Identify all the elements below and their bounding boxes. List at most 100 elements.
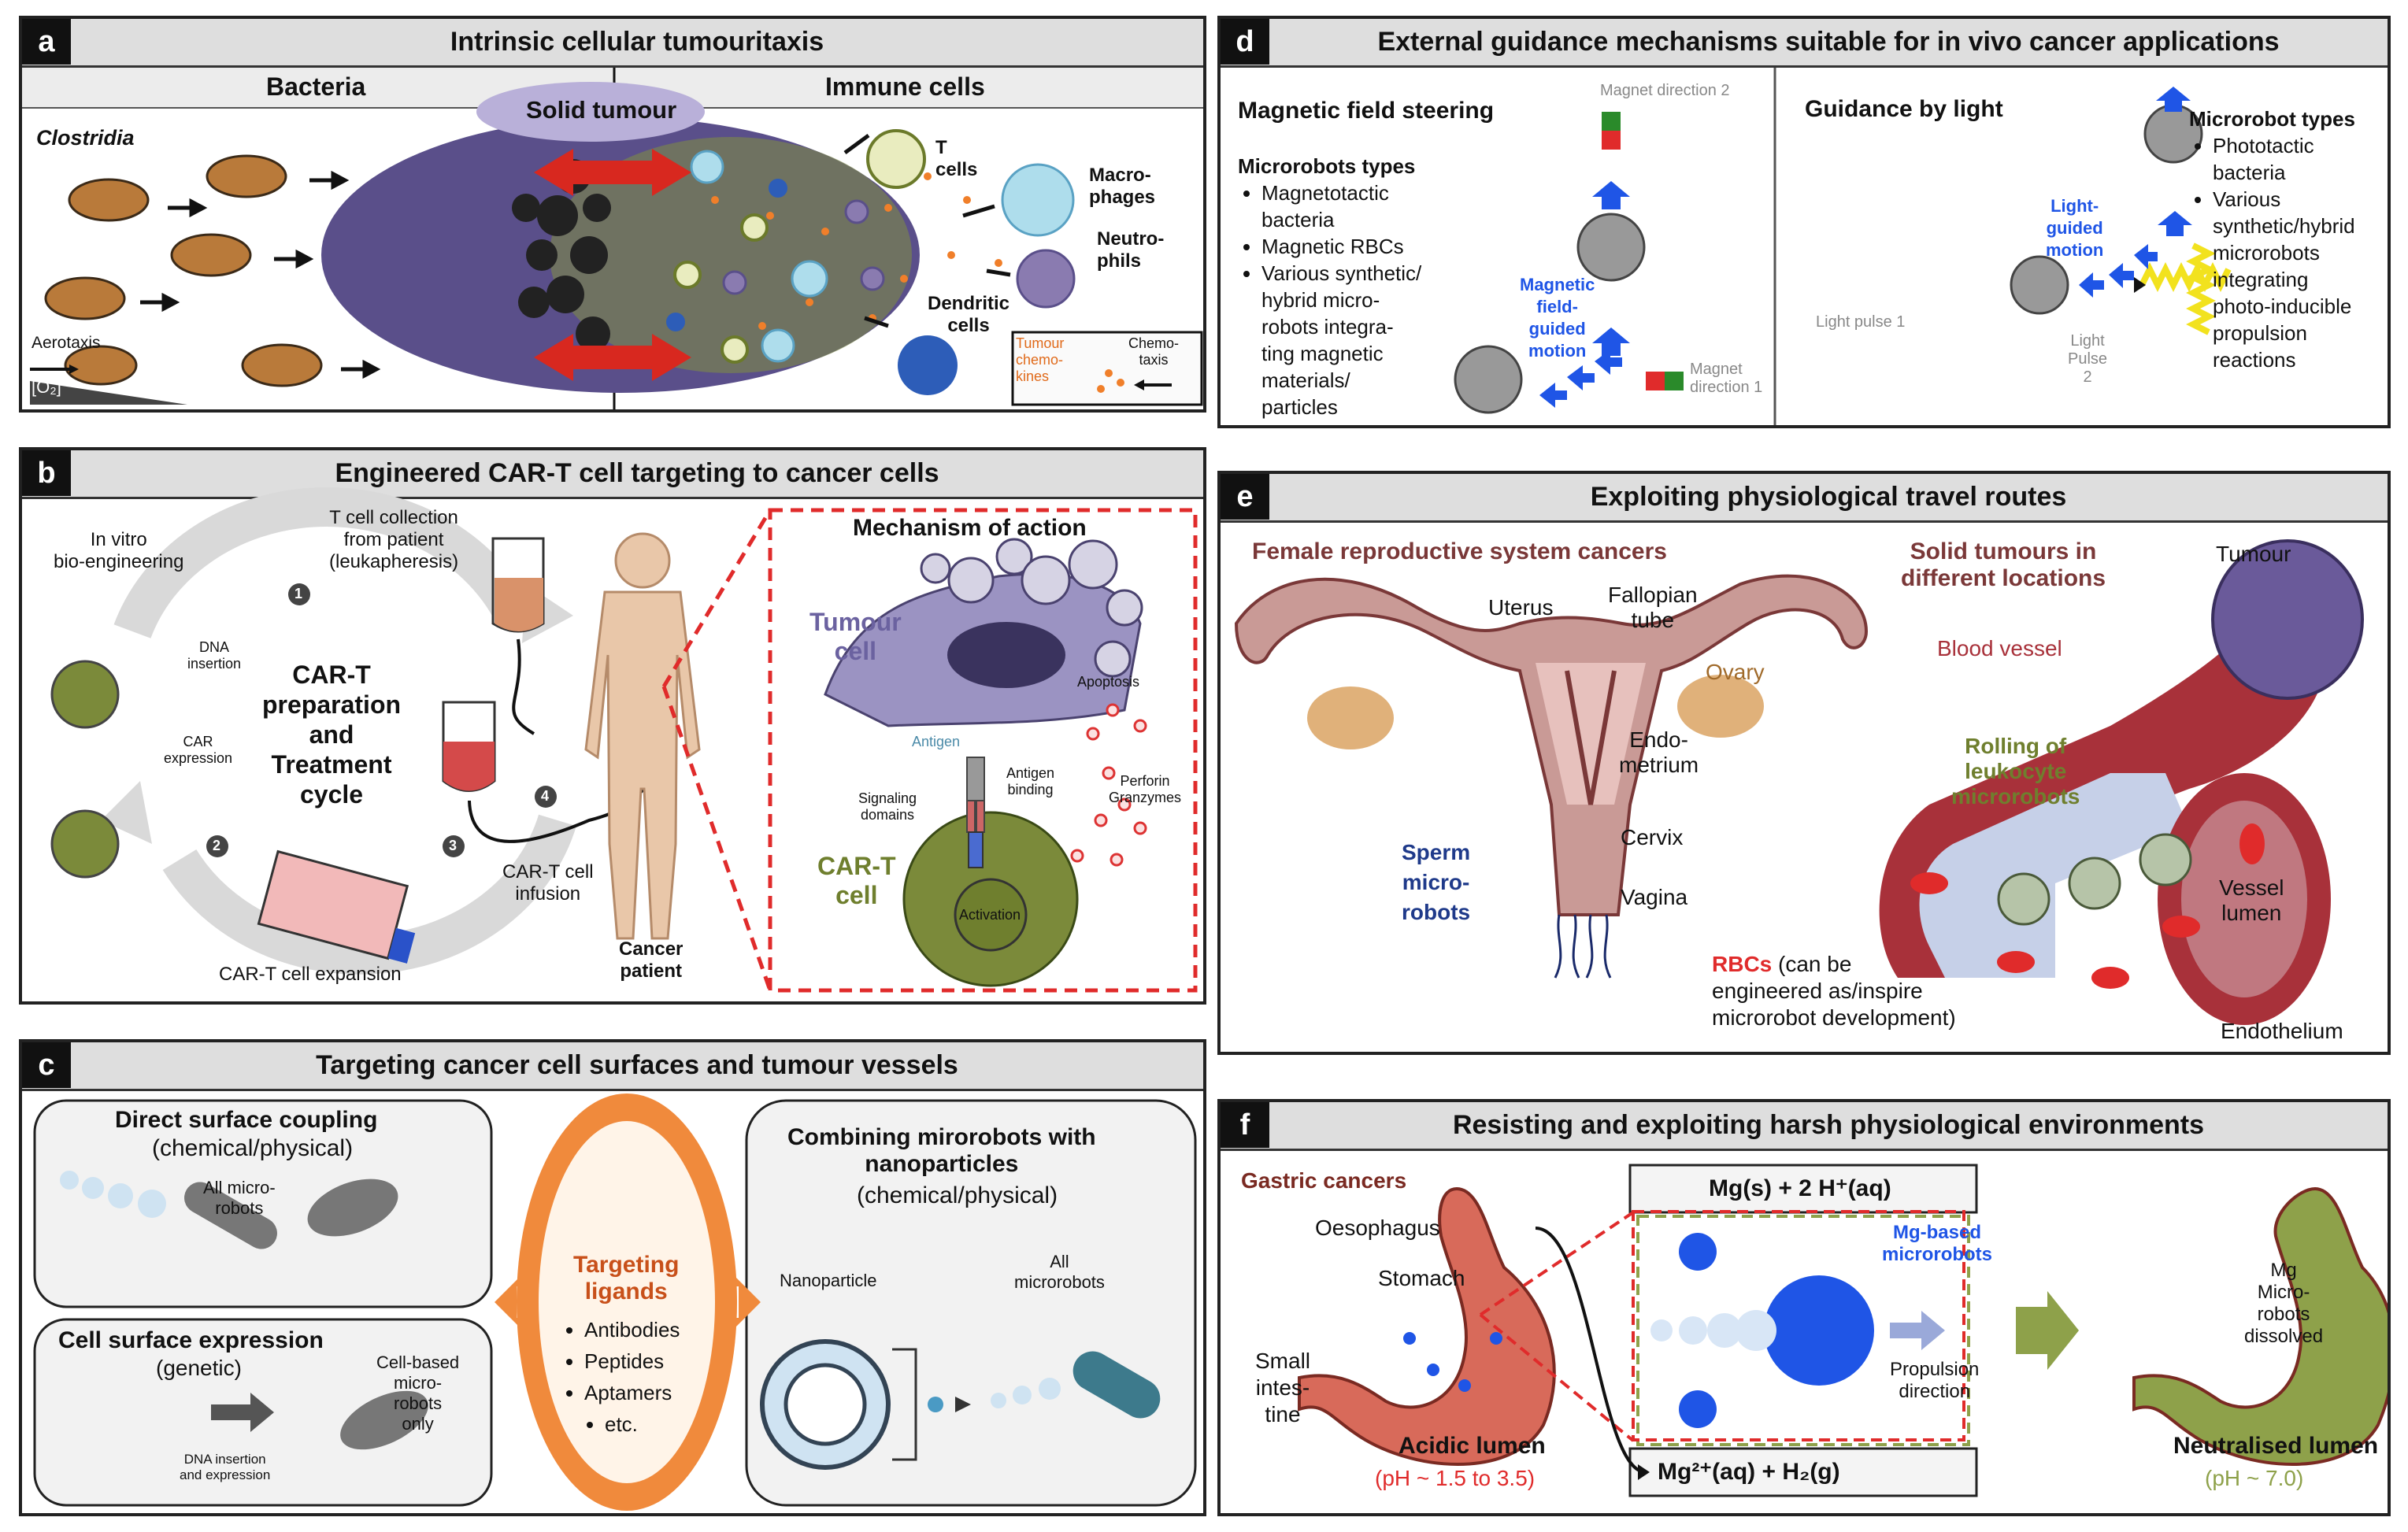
mtypes-list: Magnetotactic bacteria Magnetic RBCs Var… [1235, 179, 1421, 420]
magnetic-title: Magnetic field steering [1238, 98, 1495, 124]
legend-chemotaxis: Chemo- taxis [1128, 335, 1180, 368]
neutral-ph-label: (pH ~ 7.0) [2205, 1466, 2304, 1490]
mtype-magnetic-rbcs: Magnetic RBCs [1261, 233, 1421, 260]
ligand-aptamers: Aptamers [584, 1379, 680, 1406]
neutralised-label: Neutralised lumen [2173, 1433, 2379, 1459]
tumour-cell-label: Tumour cell [809, 608, 902, 665]
panel-e-header: e Exploiting physiological travel routes [1221, 474, 2388, 523]
legend-chemokines: Tumour chemo- kines [1016, 335, 1065, 384]
nanoparticle-label: Nanoparticle [780, 1271, 877, 1290]
panel-d-letter: d [1221, 19, 1269, 65]
stomach-label: Stomach [1378, 1266, 1465, 1290]
fallopian-label: Fallopian tube [1608, 583, 1698, 632]
female-title: Female reproductive system cancers [1252, 538, 1667, 564]
vagina-label: Vagina [1621, 885, 1688, 909]
macrophages-label: Macro- phages [1089, 165, 1156, 208]
solid-title: Solid tumours in different locations [1901, 538, 2106, 591]
propulsion-label: Propulsion direction [1890, 1359, 1980, 1402]
panel-e-title: Exploiting physiological travel routes [1590, 481, 2067, 512]
ligand-antibodies: Antibodies [584, 1316, 680, 1343]
step-1: 1 [295, 586, 303, 601]
bacteria-header: Bacteria [266, 72, 366, 101]
panel-c-title: Targeting cancer cell surfaces and tumou… [316, 1049, 958, 1080]
ligands-list: Antibodies Peptides Aptamers etc. [558, 1316, 680, 1438]
antigen-binding-label: Antigen binding [1006, 765, 1055, 797]
vessel-lumen-label: Vessel lumen [2219, 875, 2284, 925]
ligands-title: Targeting ligands [573, 1252, 680, 1304]
panel-f-letter: f [1221, 1102, 1269, 1148]
light-motion-label: Light- guided motion [2046, 196, 2104, 260]
signaling-label: Signaling domains [858, 790, 917, 823]
mtypes-title: Microrobots types [1238, 154, 1416, 178]
panel-b: b Engineered CAR-T cell targeting to can… [19, 447, 1206, 1005]
ltypes-list: Phototactic bacteria Various synthetic/h… [2186, 132, 2355, 373]
solid-tumour-label: Solid tumour [526, 96, 677, 124]
mg-dissolved-label: Mg Micro- robots dissolved [2244, 1260, 2324, 1347]
acidic-ph-label: (pH ~ 1.5 to 3.5) [1375, 1466, 1536, 1490]
ligand-etc: etc. [605, 1411, 680, 1438]
dendritic-label: Dendritic cells [928, 293, 1010, 336]
mtype-synthetic: Various synthetic/ hybrid micro- robots … [1261, 260, 1421, 420]
ltype-synthetic: Various synthetic/hybrid microrobots int… [2213, 186, 2355, 373]
cervix-label: Cervix [1621, 825, 1684, 849]
red-double-arrow-bottom [534, 334, 691, 381]
cart-cell-label: CAR-T cell [817, 852, 896, 909]
rbcs-rest: (can be engineered as/inspire microrobot… [1712, 952, 1956, 1030]
ovary-label: Ovary [1706, 660, 1765, 684]
immune-header: Immune cells [825, 72, 985, 101]
activation-label: Activation [959, 907, 1021, 923]
light-title: Guidance by light [1805, 96, 2003, 122]
panel-c-art [33, 1093, 1197, 1511]
cycle-label: CAR-T preparation and Treatment cycle [262, 661, 402, 809]
expression-sub: (genetic) [156, 1356, 242, 1380]
panel-c-letter: c [22, 1042, 71, 1088]
reaction-bottom: Mg²⁺(aq) + H₂(g) [1658, 1459, 1840, 1485]
sperm-label: Sperm micro- robots [1402, 840, 1471, 924]
dna-insertion-label: DNA insertion [187, 639, 242, 672]
panel-f-header: f Resisting and exploiting harsh physiol… [1221, 1102, 2388, 1151]
aerotaxis-label: Aerotaxis [31, 334, 101, 352]
all-micro-label: All micro- robots [203, 1178, 276, 1218]
panel-f-title: Resisting and exploiting harsh physiolog… [1452, 1109, 2205, 1140]
o2-label: [O₂] [31, 377, 61, 397]
panel-d-art [1454, 68, 2232, 425]
step-2: 2 [213, 838, 221, 853]
panel-c-header: c Targeting cancer cell surfaces and tum… [22, 1042, 1203, 1091]
neutrophils-label: Neutro- phils [1097, 228, 1165, 272]
light-pulse2-label: Light Pulse 2 [2068, 332, 2108, 386]
mtype-magnetotactic: Magnetotactic bacteria [1261, 179, 1421, 233]
panel-a-title: Intrinsic cellular tumouritaxis [450, 26, 824, 57]
ltype-phototactic: Phototactic bacteria [2213, 132, 2355, 186]
red-double-arrow-top [534, 149, 691, 196]
acidic-label: Acidic lumen [1398, 1433, 1546, 1459]
endothelium-label: Endothelium [2221, 1019, 2343, 1043]
direct-sub: (chemical/physical) [152, 1135, 354, 1161]
apoptosis-label: Apoptosis [1077, 674, 1140, 690]
antigen-label: Antigen [912, 734, 961, 749]
panel-e: e Exploiting physiological travel routes… [1217, 471, 2391, 1055]
blood-vessel-label: Blood vessel [1937, 636, 2062, 661]
magnet-dir1-label: Magnet direction 1 [1690, 361, 1763, 396]
direct-title: Direct surface coupling [115, 1107, 378, 1133]
invitro-label: In vitro bio-engineering [54, 529, 184, 572]
rolling-label: Rolling of leukocyte microrobots [1951, 734, 2080, 809]
uterus-label: Uterus [1488, 595, 1554, 620]
combining-title: Combining mirorobots with nanoparticles [787, 1124, 1096, 1177]
car-expression-label: CAR expression [164, 734, 233, 766]
perforin-label: Perforin Granzymes [1109, 773, 1182, 805]
panel-a: a Intrinsic cellular tumouritaxis Bacter… [19, 16, 1206, 413]
t-cells-label: T cells [935, 137, 978, 180]
expression-title: Cell surface expression [58, 1327, 324, 1353]
magnetic-motion-label: Magnetic field- guided motion [1520, 275, 1595, 361]
panel-d-title: External guidance mechanisms suitable fo… [1377, 26, 2280, 57]
light-pulse1-label: Light pulse 1 [1816, 313, 1906, 331]
tcell-collection-label: T cell collection from patient (leukaphe… [329, 507, 459, 572]
cancer-patient-label: Cancer patient [619, 938, 684, 982]
oesophagus-label: Oesophagus [1315, 1216, 1440, 1240]
panel-f: f Resisting and exploiting harsh physiol… [1217, 1099, 2391, 1516]
dna-insertion-expr-label: DNA insertion and expression [180, 1452, 271, 1482]
panel-a-art [30, 68, 1203, 409]
panel-e-letter: e [1221, 474, 1269, 520]
expansion-label: CAR-T cell expansion [219, 964, 402, 985]
combining-sub: (chemical/physical) [857, 1182, 1058, 1208]
